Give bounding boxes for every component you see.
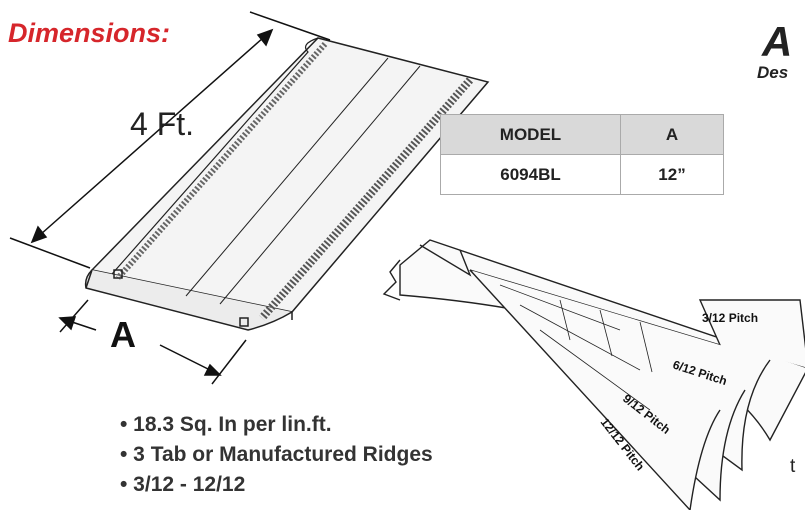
feature-list: • 18.3 Sq. In per lin.ft. • 3 Tab or Man… <box>120 410 433 500</box>
model-spec-table: MODEL A 6094BL 12” <box>440 114 724 195</box>
cell-a: 12” <box>620 154 724 195</box>
list-item: • 3/12 - 12/12 <box>120 473 246 496</box>
table-header-row: MODEL A <box>440 114 724 155</box>
header-model: MODEL <box>440 114 621 155</box>
list-item: • 3 Tab or Manufactured Ridges <box>120 443 433 466</box>
width-dimension-label: A <box>110 314 136 355</box>
ridge-vent-drawing <box>84 37 490 331</box>
pitch-profile-drawing <box>382 239 805 510</box>
length-dimension-label: 4 Ft. <box>130 106 195 142</box>
dimensions-heading: Dimensions: <box>8 18 171 48</box>
header-a: A <box>620 114 724 155</box>
page-title-fragment: A <box>762 18 793 65</box>
list-item: • 18.3 Sq. In per lin.ft. <box>120 413 332 436</box>
cell-model: 6094BL <box>440 154 621 195</box>
subtitle-fragment: Des <box>757 63 789 82</box>
dimension-arrows <box>9 11 331 385</box>
cut-off-text: t <box>790 456 796 477</box>
table-row: 6094BL 12” <box>440 154 724 195</box>
